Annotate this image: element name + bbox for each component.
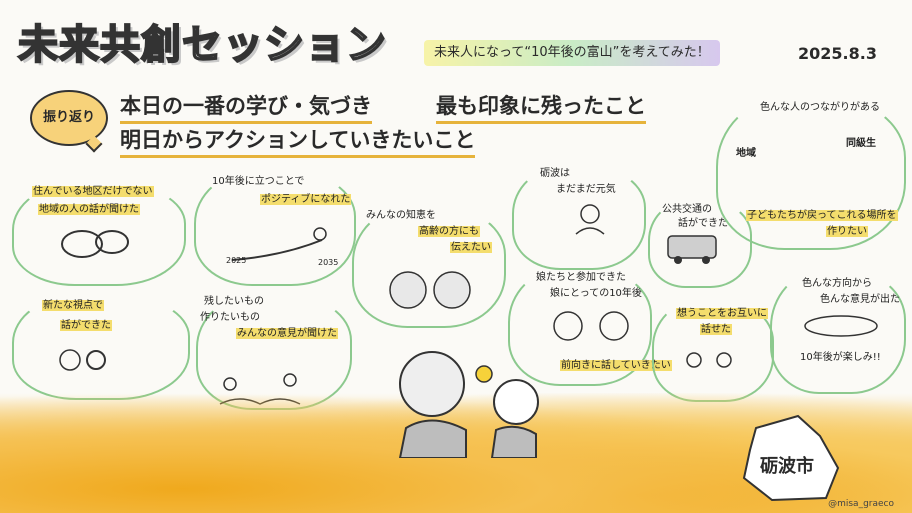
note-text: 高齢の方にも [418, 226, 480, 237]
note-text: 娘たちと参加できた [536, 272, 626, 283]
note-text: みんなの意見が聞けた [236, 328, 338, 339]
note-text: 伝えたい [450, 242, 492, 253]
city-label: 砺波市 [760, 456, 814, 477]
tag-label: 同級生 [846, 138, 876, 149]
note-text: 想うことをお互いに [676, 308, 768, 319]
note-text: 10年後に立つことで [212, 176, 305, 187]
session-date: 2025.8.3 [798, 44, 877, 63]
note-text: 色んな方向から [802, 278, 872, 289]
note-text: 地域の人の話が聞けた [38, 204, 140, 215]
note-text: 公共交通の [662, 204, 712, 215]
note-text: 色んな意見が出た [820, 294, 900, 305]
note-text: 話ができた [60, 320, 112, 331]
bus-icon [667, 235, 717, 264]
note-text: 作りたい [826, 226, 868, 237]
note-text: 住んでいる地区だけでない [32, 186, 154, 197]
prompt-action: 明日からアクションしていきたいこと [120, 124, 476, 158]
subtitle-banner: 未来人になって“10年後の富山”を考えてみた！ [424, 40, 720, 66]
table-doodle [804, 315, 878, 337]
note-text: 作りたいもの [200, 312, 260, 323]
note-card [648, 200, 752, 288]
note-text: まだまだ元気 [556, 184, 616, 195]
daughters-doodle [553, 311, 629, 341]
tonami-map-shape [742, 414, 840, 502]
artist-credit: @misa_graeco [828, 499, 894, 509]
note-text: 10年後が楽しみ!! [800, 352, 881, 363]
reflection-bubble: 振り返り [30, 90, 108, 146]
note-text: 話ができた [678, 218, 728, 229]
note-text: みんなの知恵を [366, 210, 436, 221]
tag-label: 地域 [736, 148, 756, 159]
note-card [194, 170, 356, 286]
magnifier-icon [59, 349, 106, 371]
pair-doodle [686, 352, 732, 368]
cheer-doodle [575, 204, 605, 235]
timeline-doodle [231, 227, 327, 261]
note-text: 色んな人のつながりがある [760, 102, 880, 113]
note-text: 子どもたちが戻ってこれる場所を [746, 210, 898, 221]
elders-doodle [389, 271, 471, 309]
note-text: 話せた [700, 324, 732, 335]
prompt-impression: 最も印象に残ったこと [436, 90, 646, 124]
note-card [352, 206, 506, 328]
note-text: 前向きに話していきたい [560, 360, 672, 371]
characters-illustration [398, 351, 539, 458]
year-label: 2035 [318, 258, 339, 267]
prompt-learning: 本日の一番の学び・気づき [120, 90, 372, 124]
note-text: 娘にとっての10年後 [550, 288, 642, 299]
note-card [12, 182, 186, 286]
note-text: 砺波は [540, 168, 570, 179]
year-label: 2025 [226, 256, 247, 265]
speech-doodle [61, 230, 129, 258]
note-text: 残したいもの [204, 296, 264, 307]
note-text: ポジティブになれた [260, 194, 352, 205]
note-card [512, 166, 646, 270]
note-card [716, 96, 906, 250]
note-text: 新たな視点で [42, 300, 104, 311]
note-card [508, 268, 652, 386]
page-title: 未来共創セッション [17, 21, 387, 69]
